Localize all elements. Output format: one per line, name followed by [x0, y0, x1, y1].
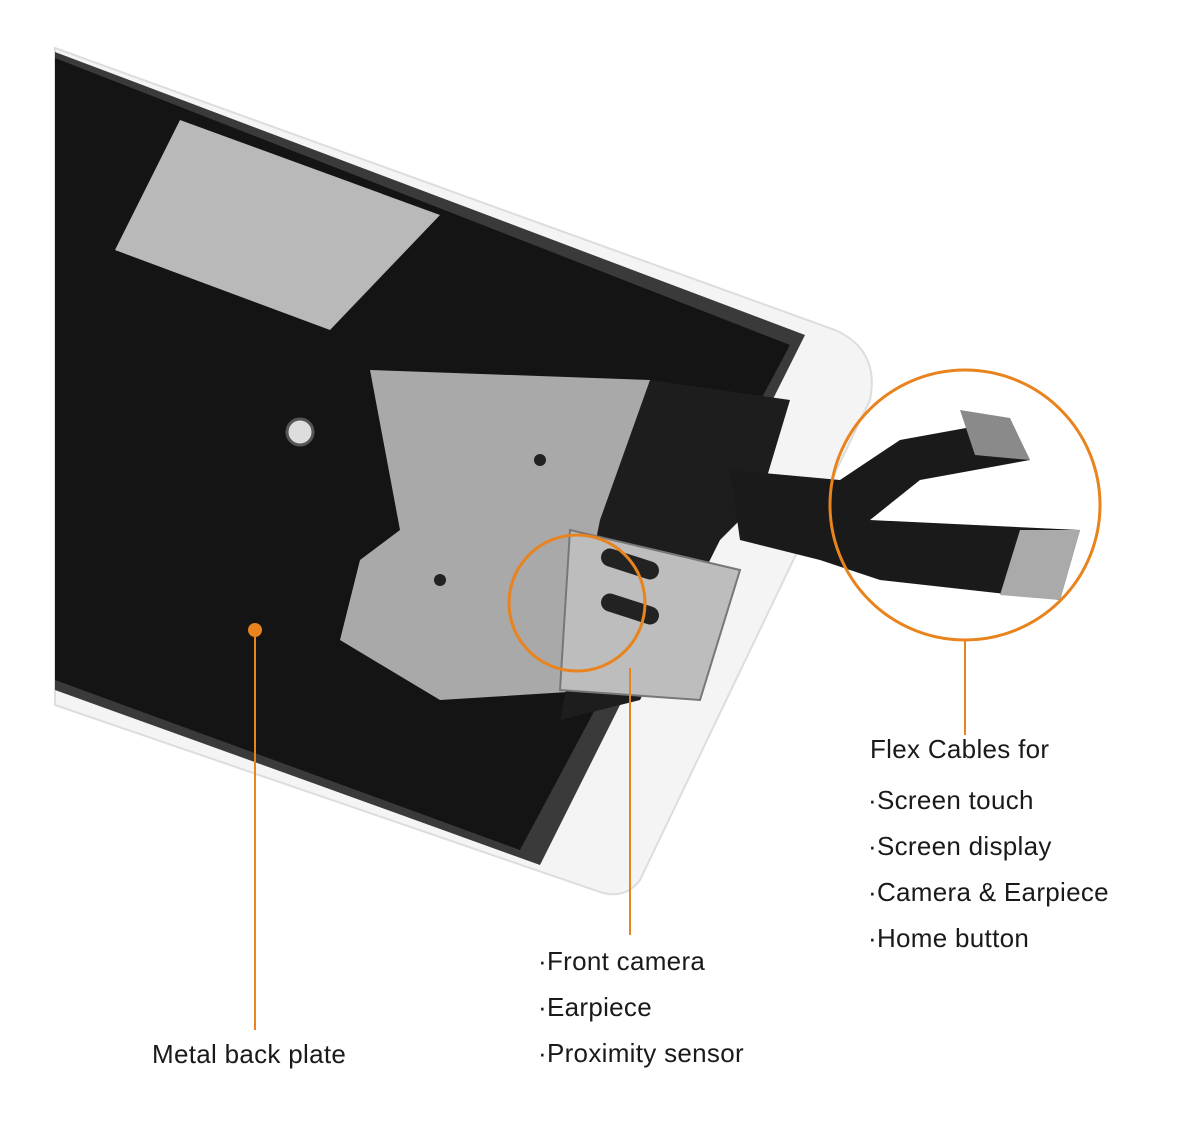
front-module-callout-circle — [507, 533, 647, 673]
screw-hole — [285, 417, 315, 447]
screw-hole — [434, 574, 446, 586]
earpiece-slot — [601, 548, 659, 580]
flex-cables-item: ·Home button — [868, 923, 1030, 953]
flex-cables-item: ·Camera & Earpiece — [868, 877, 1109, 907]
flex-connector — [1000, 530, 1080, 600]
flex-connector — [960, 410, 1030, 460]
silver-patch-top — [115, 120, 440, 330]
front-module-item: ·Front camera — [538, 946, 706, 976]
front-module-item: ·Earpiece — [538, 992, 652, 1022]
flex-cable-out — [730, 420, 1080, 600]
front-module-item: ·Proximity sensor — [538, 1038, 744, 1068]
screw-hole — [534, 454, 546, 466]
flex-cables-item: ·Screen touch — [868, 785, 1034, 815]
back-plate-label: Metal back plate — [152, 1039, 347, 1069]
flex-cables-title: Flex Cables for — [870, 734, 1050, 764]
flex-cables-item: ·Screen display — [868, 831, 1052, 861]
